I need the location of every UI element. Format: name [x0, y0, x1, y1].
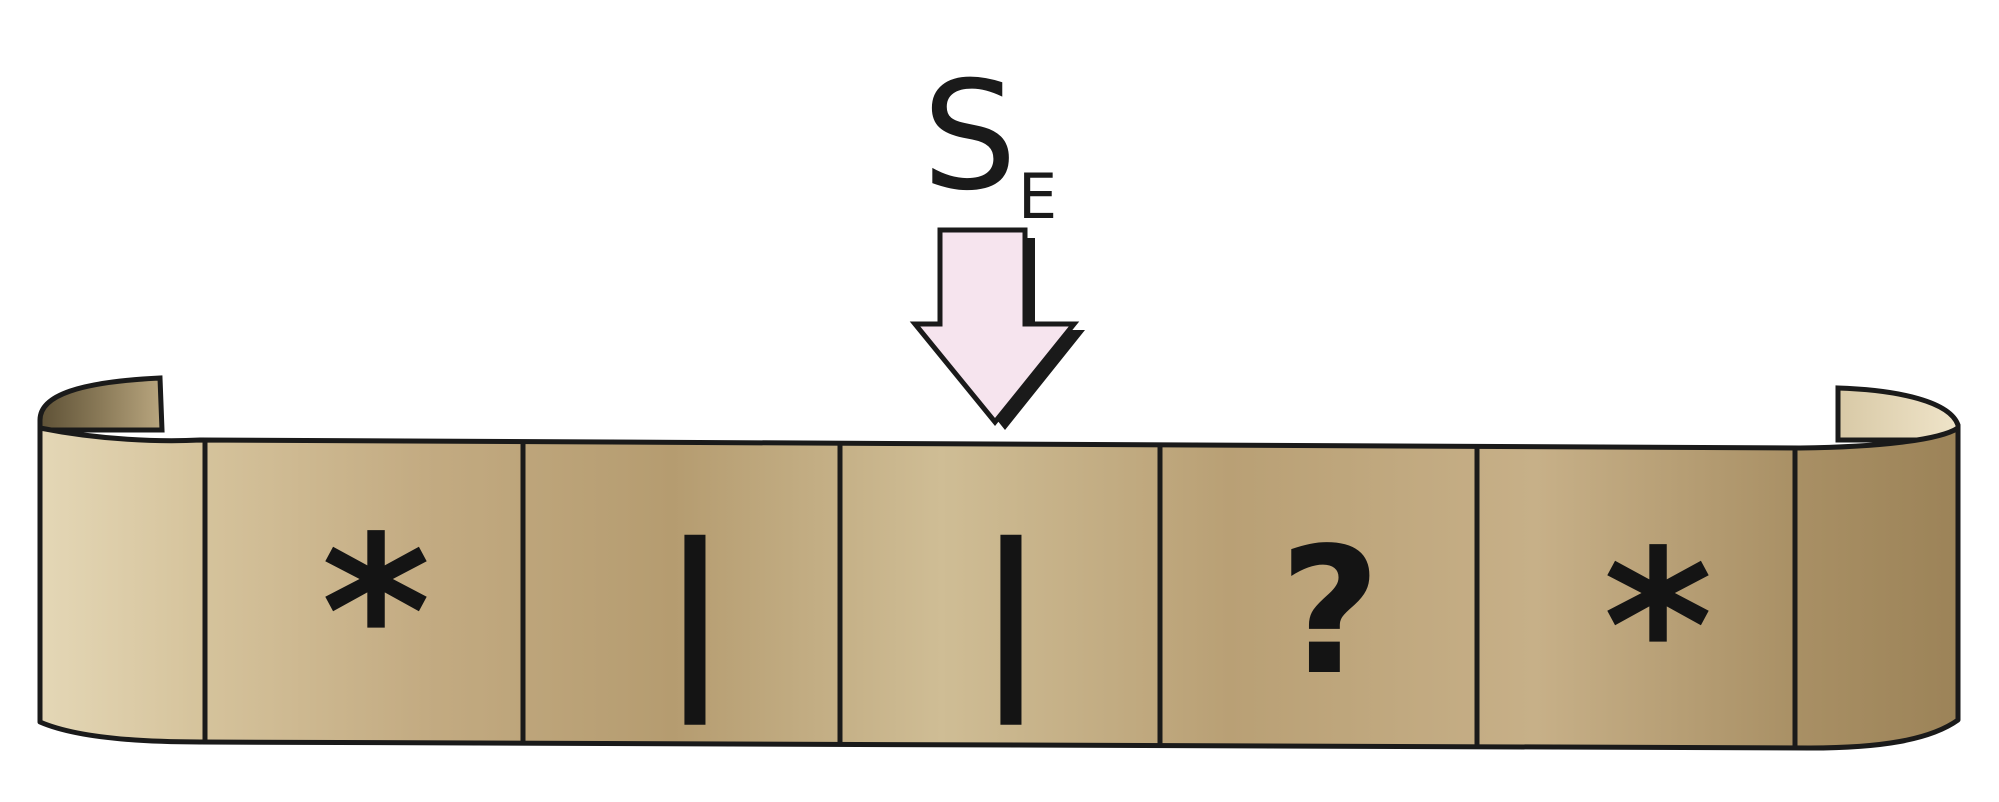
tape-cell: | — [660, 504, 729, 725]
tape-cell-under-head: | — [976, 504, 1045, 725]
tape-cell-symbol: * — [321, 491, 431, 736]
head-state-label: S E — [922, 50, 1057, 233]
tape-cell: ? — [1279, 511, 1381, 714]
tape-cell: * — [321, 491, 431, 736]
tape-right-curl — [1838, 388, 1958, 440]
tape-cell-symbol: | — [660, 504, 729, 725]
tape-left-curl — [40, 378, 162, 430]
state-symbol: S — [922, 50, 1017, 224]
tape-cell-symbol: | — [976, 504, 1045, 725]
tape-cell: * — [1603, 505, 1713, 750]
tape-cell-symbol: * — [1603, 505, 1713, 750]
tape-cell-symbol: ? — [1279, 511, 1381, 714]
tape: * | | ? * — [40, 378, 1958, 750]
state-subscript: E — [1018, 160, 1057, 233]
read-write-head-arrow — [915, 230, 1085, 430]
